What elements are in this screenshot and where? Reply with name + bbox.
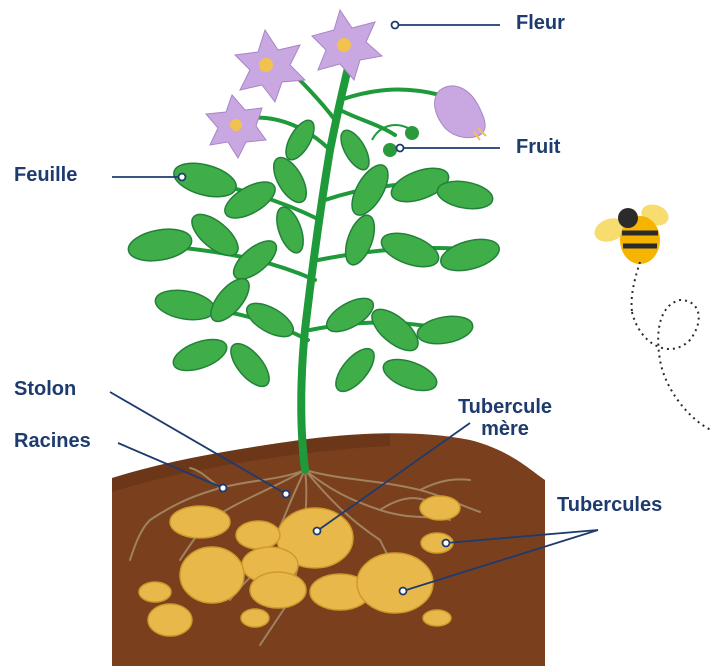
label-fleur: Fleur [516,12,565,34]
fruits [372,125,419,157]
label-feuille: Feuille [14,164,77,186]
label-stolon: Stolon [14,378,76,400]
label-fruit: Fruit [516,136,560,158]
label-tubercule-mere-line2: mère [440,418,570,440]
label-tubercule-mere: Tubercule mère [440,396,570,440]
bee-illustration [591,201,711,430]
label-tubercule-mere-line1: Tubercule [440,396,570,418]
label-tubercules: Tubercules [557,494,662,516]
label-racines: Racines [14,430,91,452]
